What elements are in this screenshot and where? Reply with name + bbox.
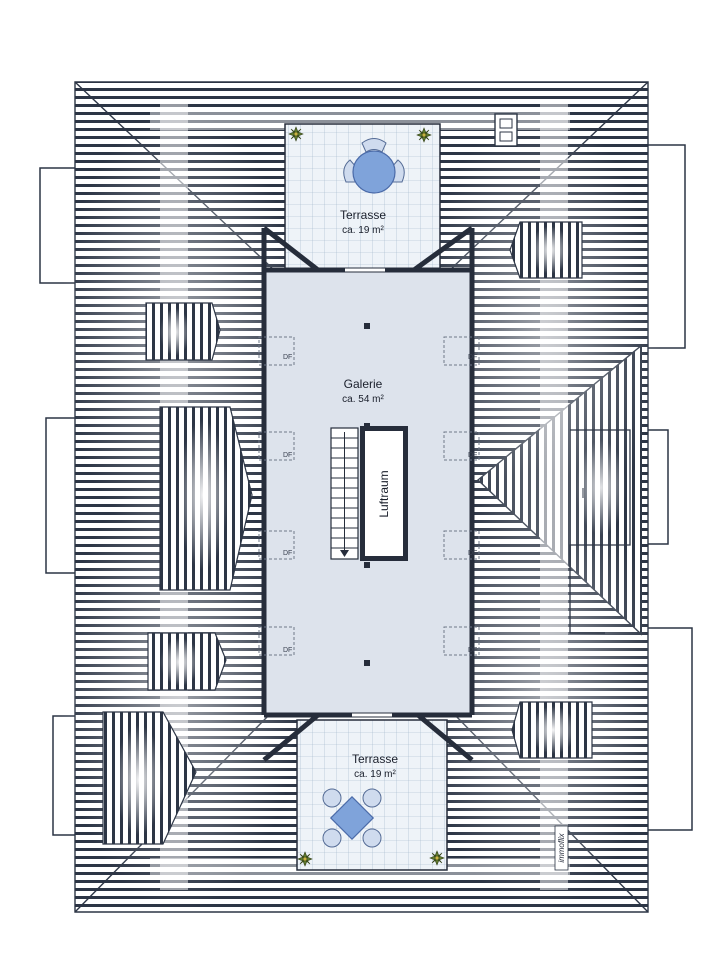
skylight: DF <box>258 336 295 366</box>
skylight-label: DF <box>468 550 477 557</box>
dormer <box>147 632 227 691</box>
skylight: DF <box>443 530 480 560</box>
skylight: DF <box>258 431 295 461</box>
void-label: Luftraum <box>377 470 391 517</box>
terrace-door-frames <box>345 267 392 718</box>
dormer <box>145 302 221 361</box>
skylight: DF <box>258 530 295 560</box>
skylight-label: DF <box>283 354 292 361</box>
skylights: DF DF DF DF DF DF DF DF <box>258 336 480 656</box>
walls <box>261 225 475 762</box>
terrace-bottom-name: Terrasse <box>352 752 398 766</box>
skylight: DF <box>443 626 480 656</box>
round-table-set <box>343 138 405 194</box>
dormer <box>159 406 253 591</box>
terrace-top-name: Terrasse <box>340 208 386 222</box>
dormer <box>511 701 593 759</box>
skylight-label: DF <box>283 452 292 459</box>
skylight: DF <box>443 431 480 461</box>
void-opening: Luftraum <box>360 426 408 561</box>
gallery-name: Galerie <box>344 377 383 391</box>
skylight-label: DF <box>468 452 477 459</box>
dormer <box>509 221 583 279</box>
square-table-set <box>322 788 382 848</box>
skylight: DF <box>443 336 480 366</box>
skylight-label: DF <box>283 647 292 654</box>
plant-icon <box>288 126 304 142</box>
gable-bay <box>569 429 631 634</box>
brand-watermark: immoflix <box>554 825 569 871</box>
skylight-label: DF <box>468 647 477 654</box>
dormers <box>102 221 631 845</box>
skylight-label: DF <box>283 550 292 557</box>
dormer <box>102 711 197 845</box>
skylight-label: DF <box>468 354 477 361</box>
skylight: DF <box>258 626 295 656</box>
staircase <box>330 427 359 560</box>
plant-icon <box>429 850 445 866</box>
terrace-top-floor <box>284 123 441 270</box>
plants <box>288 126 445 867</box>
plant-icon <box>416 127 432 143</box>
gallery-area: ca. 54 m² <box>342 394 384 405</box>
chimney <box>494 113 518 147</box>
terrace-bottom-area: ca. 19 m² <box>354 769 396 780</box>
terrace-doors <box>345 268 392 717</box>
terrace-top-area: ca. 19 m² <box>342 225 384 236</box>
brand-label: immoflix <box>557 832 566 862</box>
plant-icon <box>297 851 313 867</box>
